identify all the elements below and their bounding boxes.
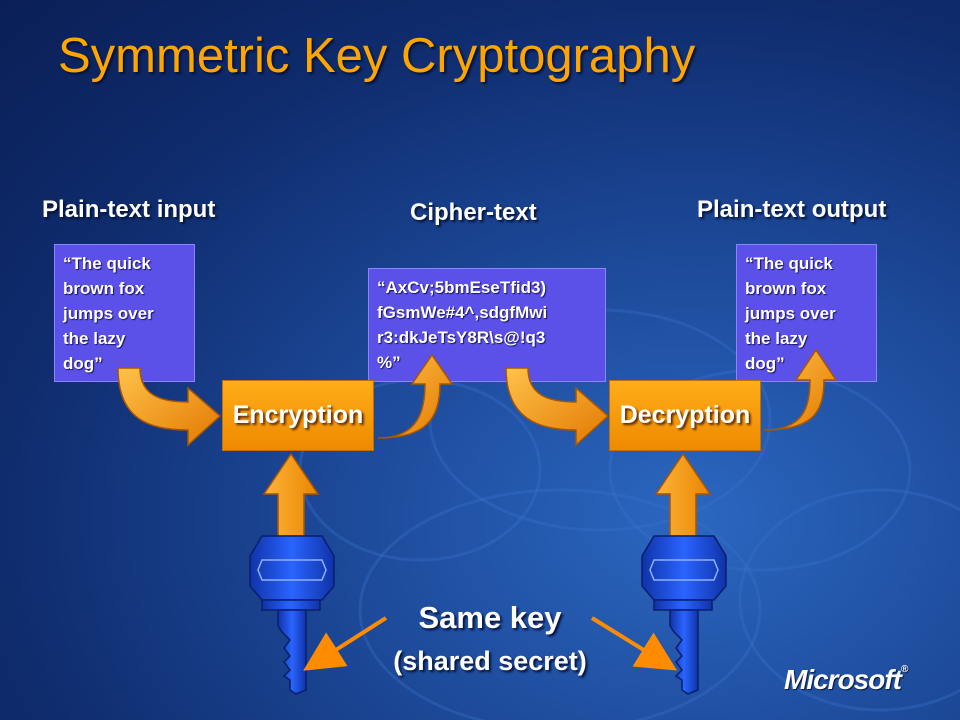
up-arrow-key-to-decryption xyxy=(654,452,712,537)
pointer-arrow-left xyxy=(303,616,388,671)
curved-arrow-decryption-to-output xyxy=(763,348,838,431)
cipher-text-label: Cipher-text xyxy=(410,199,537,226)
slide-title: Symmetric Key Cryptography xyxy=(58,29,696,83)
microsoft-logo: Microsoft® xyxy=(784,664,908,696)
plain-text-input-label: Plain-text input xyxy=(42,196,216,223)
plain-text-output-label: Plain-text output xyxy=(697,196,887,223)
key-icon-right xyxy=(641,535,727,695)
curved-arrow-cipher-to-decryption xyxy=(505,367,610,447)
cipher-text-box: “AxCv;5bmEseTfid3) fGsmWe#4^,sdgfMwi r3:… xyxy=(368,268,606,382)
up-arrow-key-to-encryption xyxy=(262,452,320,537)
curved-arrow-encryption-to-cipher xyxy=(377,353,454,439)
encryption-box: Encryption xyxy=(222,380,374,451)
logo-text: Microsoft xyxy=(784,664,902,695)
pointer-arrow-right xyxy=(590,616,678,671)
trademark-mark: ® xyxy=(901,664,908,675)
shared-secret-label: (shared secret) xyxy=(393,646,587,676)
plain-text-output-box: “The quick brown fox jumps over the lazy… xyxy=(736,244,877,382)
decryption-box: Decryption xyxy=(609,380,761,451)
key-icon-left xyxy=(249,535,335,695)
same-key-label: Same key xyxy=(418,600,562,635)
curved-arrow-input-to-encryption xyxy=(117,367,222,447)
